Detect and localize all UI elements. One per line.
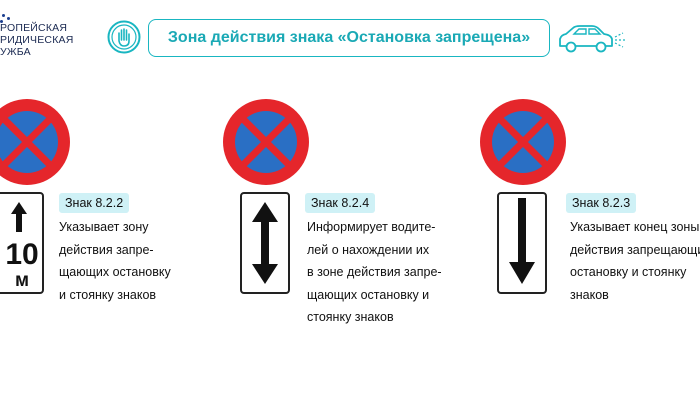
plate-distance-unit: м — [14, 270, 30, 291]
title-box: Зона действия знака «Остановка запрещена… — [148, 19, 550, 57]
desc-line: Указывает конец зоны — [570, 220, 700, 234]
desc-line: щающих остановку и — [307, 287, 430, 302]
car-icon — [559, 25, 625, 53]
sign-description-8-2-3: Указывает конец зоны действия запрещающи… — [570, 216, 700, 306]
plate-distance-value: 10 — [5, 238, 39, 271]
double-arrow-icon — [252, 202, 278, 284]
logo-line-3: УЖБА — [0, 46, 31, 58]
desc-line: Указывает зону — [59, 220, 149, 234]
sign-badge-8-2-4: Знак 8.2.4 — [305, 193, 376, 213]
plate-8-2-4 — [240, 192, 290, 294]
sign-description-8-2-2: Указывает зону действия запре- щающих ос… — [59, 216, 171, 306]
desc-line: Информирует водите- — [307, 220, 436, 234]
arrow-down-icon — [509, 198, 535, 284]
desc-line: и стоянку знаков — [59, 287, 157, 302]
page-title: Зона действия знака «Остановка запрещена… — [167, 29, 531, 46]
desc-line: щающих остановку — [59, 265, 171, 279]
sign-badge-8-2-2: Знак 8.2.2 — [59, 193, 130, 213]
arrow-up-icon — [11, 202, 27, 232]
desc-line: действия запре- — [59, 242, 154, 257]
sign-description-8-2-4: Информирует водите- лей о нахождении их … — [307, 216, 442, 329]
desc-line: в зоне действия запре- — [307, 265, 442, 279]
plate-8-2-3 — [497, 192, 547, 294]
desc-line: лей о нахождении их — [307, 242, 430, 257]
desc-line: действия запрещающих — [570, 242, 700, 257]
logo-line-2: РИДИЧЕСКАЯ — [0, 34, 74, 46]
no-stopping-sign-icon — [480, 99, 566, 185]
logo-line-1: РОПЕЙСКАЯ — [0, 22, 68, 34]
desc-line: стоянку знаков — [307, 310, 394, 324]
plate-8-2-2 — [0, 192, 44, 294]
sign-badge-8-2-3: Знак 8.2.3 — [566, 193, 637, 213]
no-stopping-sign-icon — [0, 99, 70, 185]
desc-line: остановку и стоянку — [570, 265, 687, 279]
hand-stop-icon — [107, 20, 141, 54]
no-stopping-sign-icon — [223, 99, 309, 185]
desc-line: знаков — [570, 287, 609, 302]
